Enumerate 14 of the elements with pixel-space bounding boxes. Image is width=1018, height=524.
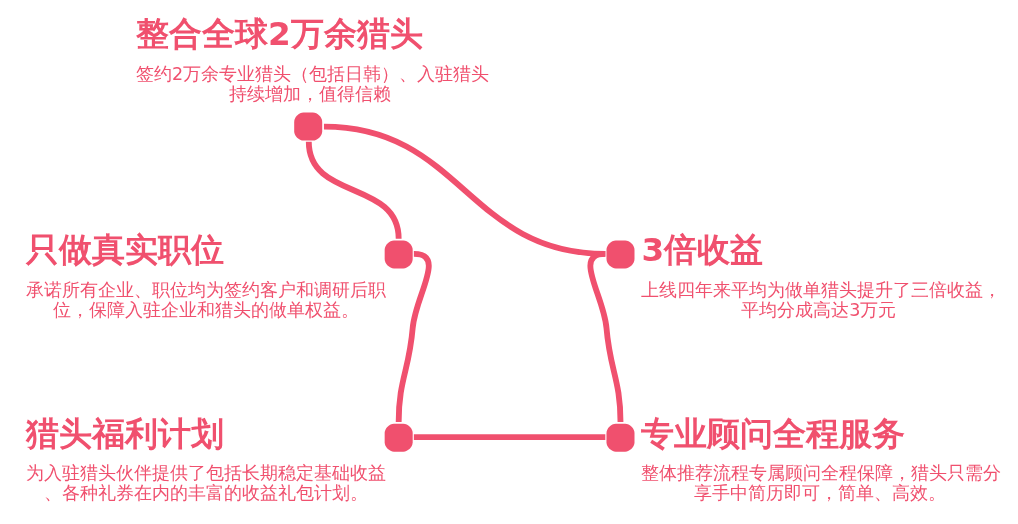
node-label: 猎头福利计划 [26,414,225,453]
connector [395,250,432,422]
node-label: 整合全球2万余猎头 [136,15,423,54]
node-label: 签约2万余专业猎头（包括日韩）、入驻猎头持续增加，值得信赖 [136,63,490,104]
node-label: 专业顾问全程服务 [641,414,906,453]
connector [587,250,624,422]
node-label: 为入驻猎头伙伴提供了包括长期稳定基础收益、各种礼券在内的丰富的收益礼包计划。 [26,463,387,503]
node-label: 只做真实职位 [26,231,225,270]
node-label: 3倍收益 [641,231,764,270]
node-label: 整体推荐流程专属顾问全程保障，猎头只需分享手中简历即可，简单、高效。 [641,463,1002,503]
node-label: 承诺所有企业、职位均为签约客户和调研后职位，保障入驻企业和猎头的做单权益。 [26,279,387,320]
connector [305,141,402,240]
node-label: 上线四年来平均为做单猎头提升了三倍收益，平均分成高达3万元 [641,279,1002,320]
connector [413,434,606,441]
